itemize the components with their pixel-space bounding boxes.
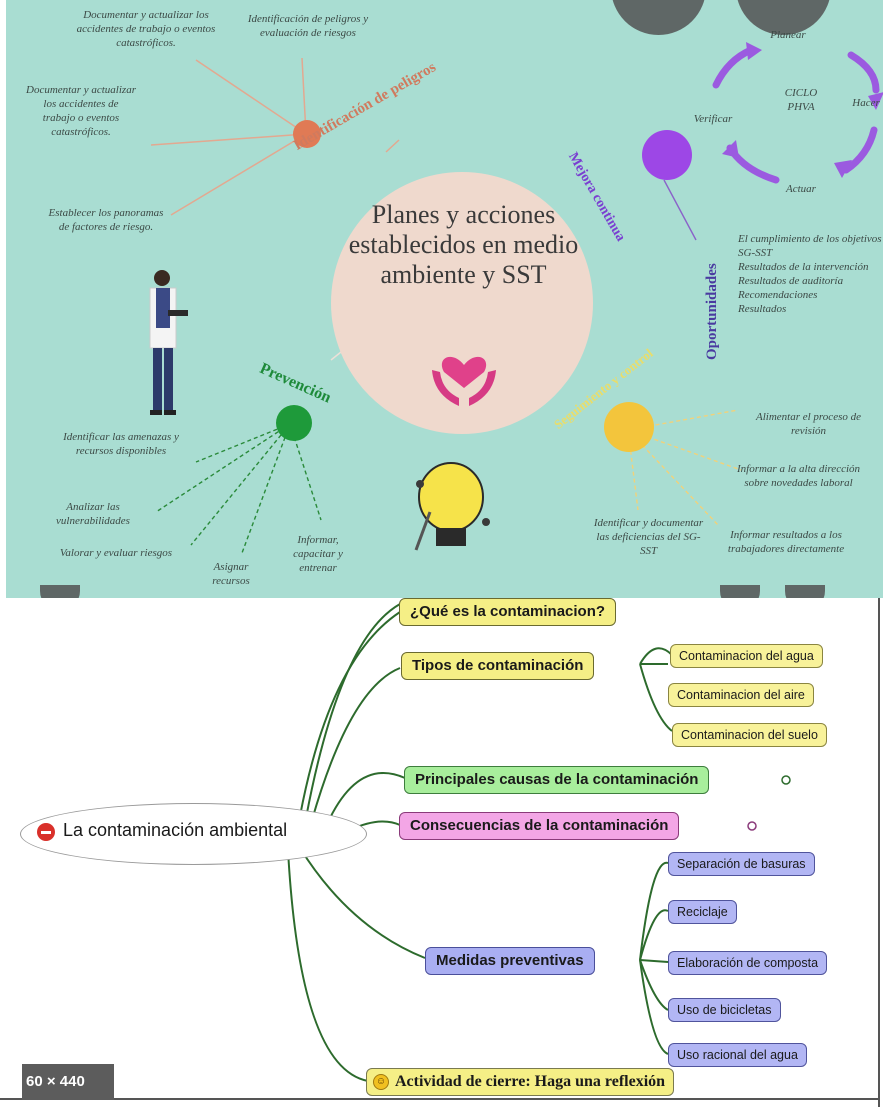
ciclo-title: CICLO PHVA — [784, 87, 818, 113]
note-establecer-panoramas: Establecer los panoramas de factores de … — [48, 207, 164, 233]
oportunidades-notes: El cumplimiento de los objetivos SG-SST … — [738, 232, 883, 316]
mejora-node — [642, 130, 692, 180]
note-resultados-intervencion: Resultados de la intervención — [738, 261, 869, 273]
medida-composta[interactable]: Elaboración de composta — [668, 951, 828, 975]
note-analizar-vulnerabilidades: Analizar las vulnerabilidades — [56, 501, 130, 527]
note-informar-trabajadores: Informar resultados a los trabajadores d… — [727, 529, 845, 555]
smiley-icon: ☺ — [373, 1074, 389, 1090]
medida-reciclaje[interactable]: Reciclaje — [668, 900, 737, 924]
doctor-illustration — [136, 268, 196, 418]
note-documentar-1: Documentar y actualizar los accidentes d… — [76, 9, 216, 49]
note-informar-alta-direccion: Informar a la alta dirección sobre noved… — [736, 463, 861, 489]
topic-medidas[interactable]: Medidas preventivas — [425, 947, 595, 975]
root-node[interactable] — [20, 803, 367, 865]
note-identificacion-peligros: Identificación de peligros y evaluación … — [247, 13, 369, 39]
note-alimentar-proceso: Alimentar el proceso de revisión — [756, 411, 861, 437]
note-recomendaciones: Recomendaciones — [738, 289, 818, 301]
ciclo-hacer: Hacer — [852, 97, 880, 109]
stop-icon — [37, 823, 55, 841]
medida-separacion[interactable]: Separación de basuras — [668, 852, 815, 876]
center-circle — [331, 172, 593, 434]
identificacion-node — [293, 120, 321, 148]
note-documentar-2: Documentar y actualizar los accidentes d… — [26, 84, 136, 138]
ciclo-planear: Planear — [770, 29, 806, 41]
topic-consecuencias[interactable]: Consecuencias de la contaminación — [399, 812, 680, 840]
mindmap-branches — [287, 603, 791, 1082]
note-identificar-deficiencias: Identificar y documentar las deficiencia… — [593, 517, 704, 557]
heart-hands-icon — [424, 330, 504, 410]
lightbulb-illustration — [396, 452, 506, 557]
prevencion-node — [276, 405, 312, 441]
center-title: Planes y acciones establecidos en medio … — [348, 200, 579, 289]
tipo-suelo[interactable]: Contaminacion del suelo — [672, 723, 827, 747]
frame-border — [0, 1098, 880, 1100]
note-resultados-auditoria: Resultados de auditoría — [738, 275, 844, 287]
topic-cierre[interactable]: ☺ Actividad de cierre: Haga una reflexió… — [366, 1068, 675, 1096]
topic-tipos[interactable]: Tipos de contaminación — [401, 652, 595, 680]
oportunidades-label: Oportunidades — [704, 263, 720, 360]
note-resultados: Resultados — [738, 303, 787, 315]
note-cumplimiento-objetivos: El cumplimiento de los objetivos SG-SST — [738, 233, 882, 259]
infographic-panel: Documentar y actualizar los accidentes d… — [6, 0, 883, 598]
root-label: La contaminación ambiental — [63, 820, 288, 840]
medida-agua[interactable]: Uso racional del agua — [668, 1043, 807, 1067]
frame-border — [878, 598, 880, 1107]
topic-que-es[interactable]: ¿Qué es la contaminacion? — [399, 598, 617, 626]
tipo-aire[interactable]: Contaminacion del aire — [668, 683, 814, 707]
seguimiento-node — [604, 402, 654, 452]
note-asignar-recursos: Asignar recursos — [212, 561, 250, 587]
mindmap-panel: La contaminación ambiental ¿Qué es la co… — [0, 598, 883, 1107]
ciclo-actuar: Actuar — [786, 183, 816, 195]
tipo-agua[interactable]: Contaminacion del agua — [670, 644, 823, 668]
topic-causas[interactable]: Principales causas de la contaminación — [404, 766, 710, 794]
note-valorar-riesgos: Valorar y evaluar riesgos — [59, 547, 173, 559]
size-badge: 60 × 440 — [22, 1064, 114, 1100]
note-identificar-amenazas: Identificar las amenazas y recursos disp… — [63, 431, 179, 457]
cierre-label: Actividad de cierre: Haga una reflexión — [395, 1073, 666, 1090]
ciclo-verificar: Verificar — [693, 113, 733, 125]
note-informar-capacitar: Informar, capacitar y entrenar — [293, 534, 343, 574]
medida-bicicletas[interactable]: Uso de bicicletas — [668, 998, 781, 1022]
